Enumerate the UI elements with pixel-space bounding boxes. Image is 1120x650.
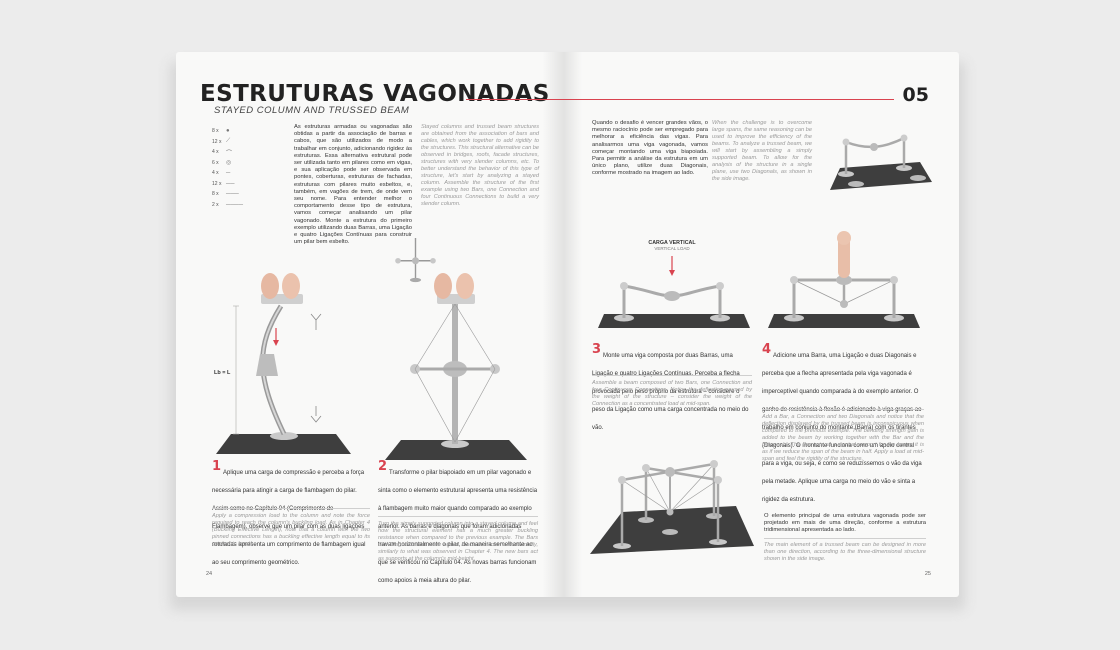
intro-text-en: When the challenge is to overcome large … [712,120,812,182]
rod-icon: ─ [226,170,231,177]
step-number: 1 [212,459,222,474]
chapter-number: 05 [902,84,929,106]
part-row: 4 x─ [212,170,231,177]
step-4-text-en: Add a Bar, a Connection and two Diagonal… [762,414,924,462]
step-text-pt: Aplique uma carga de compressão e perceb… [212,470,366,566]
beam-under-load-illustration [598,256,750,328]
step-1-text-en: Apply a compression load to the column a… [212,513,370,547]
page-number: 24 [206,571,213,577]
step-3: 3 Monte uma viga composta por duas Barra… [592,342,752,434]
gutter-shading [564,52,582,597]
step-4: 4 Adicione uma Barra, uma Ligação e duas… [762,342,924,506]
trussed-beam-illustration [768,231,920,328]
ring-icon: ◎ [226,160,232,167]
part-row: 4 x⌒ [212,149,233,157]
divider [592,375,752,376]
divider [762,409,924,410]
step-3-text-en: Assemble a beam composed of two Bars, on… [592,380,752,407]
part-row: 6 x◎ [212,159,232,167]
gutter-shading [542,52,564,597]
intro-text-pt: As estruturas armadas ou vagonadas são o… [294,124,412,246]
bar-icon: ⟋ [226,138,231,145]
left-page: ESTRUTURAS VAGONADAS STAYED COLUMN AND T… [176,52,564,597]
title-rule [466,99,564,100]
divider [764,538,926,539]
part-row: 8 x─── [212,191,239,198]
step-number: 2 [378,459,388,474]
part-row: 12 x⟋ [212,138,231,145]
step-1: 1 Aplique uma carga de compressão e perc… [212,459,370,569]
step-2-text-en: Turn the simply supported column into a … [378,521,538,562]
column-buckling-illustration [216,273,351,454]
step-number: 4 [762,342,772,357]
divider [378,516,538,517]
3d-trussed-structure-illustration [590,460,754,554]
rod-icon: ── [226,180,235,187]
part-row: 12 x── [212,180,235,187]
intro-text-pt: Quando o desafio é vencer grandes vãos, … [592,120,708,177]
part-row: 2 x──── [212,201,244,208]
chapter-rule [564,99,894,100]
page-title: ESTRUTURAS VAGONADAS [200,81,550,107]
ball-icon: ● [226,128,230,135]
page-subtitle: STAYED COLUMN AND TRUSSED BEAM [214,105,410,116]
step-text-pt: Adicione uma Barra, uma Ligação e duas D… [762,353,922,503]
step-text-pt: Monte uma viga composta por duas Barras,… [592,353,749,431]
step-text-pt: Transforme o pilar biapoiado em um pilar… [378,470,538,584]
closing-text-en: The main element of a trussed beam can b… [764,542,926,562]
part-row: 8 x● [212,128,230,135]
closing-text-pt: O elemento principal de uma estrutura va… [764,513,926,534]
simple-beam-photo [830,134,932,190]
load-label: CARGA VERTICAL VERTICAL LOAD [648,240,696,251]
step-number: 3 [592,342,602,357]
arch-icon: ⌒ [226,150,233,157]
divider [212,508,370,509]
step-2: 2 Transforme o pilar biapoiado em um pil… [378,459,538,587]
intro-text-en: Stayed columns and trussed beam structur… [421,124,539,207]
right-page: 05 Quando o desafio é vencer grandes vão… [564,52,959,597]
plate-icon: ──── [226,201,244,208]
parts-list: 8 x● 12 x⟋ 4 x⌒ 6 x◎ 4 x─ 12 x── 8 x─── … [212,126,264,210]
rod-icon: ─── [226,191,239,198]
page-number: 25 [924,571,931,577]
dimension-label: Lb = L [214,370,231,376]
stayed-column-illustration [385,238,527,460]
